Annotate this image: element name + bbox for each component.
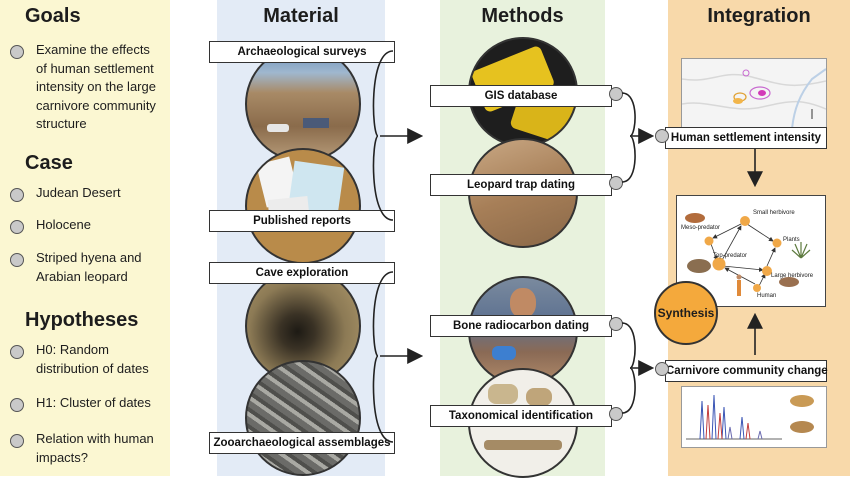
dating-distribution-graphic: [686, 394, 814, 440]
label-gis-database: GIS database: [430, 85, 612, 107]
case-text-judean-desert: Judean Desert: [36, 185, 121, 200]
material-brace-top: [372, 50, 394, 221]
node-label-plants: Plants: [783, 237, 800, 243]
material-title: Material: [263, 5, 339, 27]
goals-title: Goals: [25, 5, 81, 27]
node-label-top-predator: Top-predator: [713, 253, 748, 259]
connector-knob: [609, 87, 623, 101]
settlement-map-graphic: [682, 68, 826, 129]
synthesis-circle: Synthesis: [654, 281, 718, 345]
material-brace-bottom: [372, 271, 394, 443]
label-archaeological-surveys: Archaeological surveys: [209, 41, 395, 63]
case-bullet-1: [10, 188, 24, 202]
case-title: Case: [25, 152, 73, 174]
hypothesis-text-human-impacts: Relation with human impacts?: [36, 431, 154, 465]
case-text-species: Striped hyena and Arabian leopard: [36, 250, 142, 284]
label-bone-radiocarbon-dating: Bone radiocarbon dating: [430, 315, 612, 337]
vehicle-shape: [267, 124, 289, 132]
methods-brace-bottom: [621, 322, 636, 414]
node-label-human: Human: [757, 293, 777, 299]
bone-shape: [484, 440, 562, 450]
goal-bullet: [10, 45, 24, 59]
case-bullet-2: [10, 220, 24, 234]
case-bullet-3: [10, 253, 24, 267]
methods-brace-top: [621, 92, 636, 183]
connector-knob: [609, 176, 623, 190]
goal-text: Examine the effects of human settlement …: [36, 42, 156, 131]
food-web-graphic: [685, 213, 811, 296]
hypothesis-bullet-h0: [10, 345, 24, 359]
label-taxonomical-identification: Taxonomical identification: [430, 405, 612, 427]
reports-photo: [245, 148, 361, 264]
bone-shape: [488, 384, 518, 404]
dating-distribution-panel: [681, 386, 827, 448]
connector-knob: [609, 317, 623, 331]
case-text-holocene: Holocene: [36, 217, 91, 232]
bones-photo: [245, 360, 361, 476]
glove-shape: [492, 346, 516, 360]
hypothesis-bullet-human: [10, 434, 24, 448]
methods-title: Methods: [481, 5, 564, 27]
hypotheses-title: Hypotheses: [25, 309, 139, 331]
label-cave-exploration: Cave exploration: [209, 262, 395, 284]
connector-knob: [655, 129, 669, 143]
node-label-large-herbivore: Large herbivore: [771, 273, 814, 279]
hypothesis-bullet-h1: [10, 398, 24, 412]
node-label-small-herbivore: Small herbivore: [753, 210, 795, 216]
hypothesis-text-h1: H1: Cluster of dates: [36, 395, 151, 410]
connector-knob: [609, 407, 623, 421]
node-label-meso-predator: Meso-predator: [681, 225, 721, 231]
integration-title: Integration: [707, 5, 811, 27]
person-head-shape: [510, 288, 536, 318]
connector-knob: [655, 362, 669, 376]
label-zooarchaeological-assemblages: Zooarchaeological assemblages: [209, 432, 395, 454]
label-published-reports: Published reports: [209, 210, 395, 232]
bone-shape: [526, 388, 552, 406]
goals-column: Goals Examine the effects of human settl…: [0, 0, 170, 476]
tent-shape: [303, 118, 329, 128]
hypothesis-text-h0: H0: Random distribution of dates: [36, 342, 149, 376]
